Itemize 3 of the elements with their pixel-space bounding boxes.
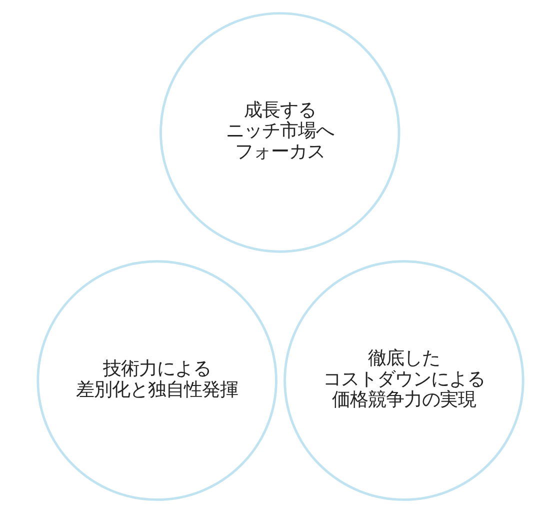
node-circle: 技術力による差別化と独自性発揮 — [36, 260, 277, 501]
node-circle: 徹底したコストダウンによる価格競争力の実現 — [283, 260, 524, 501]
node-circle: 成長するニッチ市場へフォーカス — [159, 12, 400, 253]
